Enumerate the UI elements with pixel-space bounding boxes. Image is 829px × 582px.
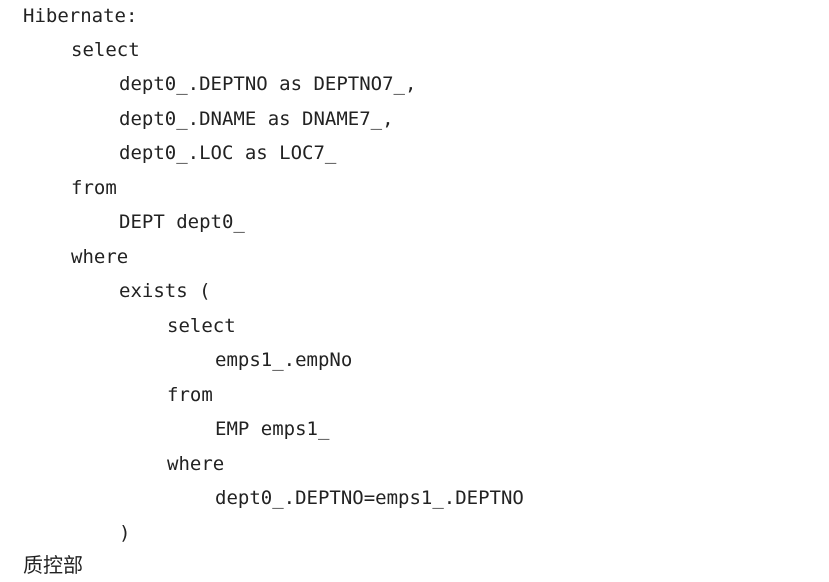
sql-line: from bbox=[71, 177, 117, 199]
sql-line: DEPT dept0_ bbox=[119, 211, 245, 233]
sql-line: dept0_.DEPTNO as DEPTNO7_, bbox=[119, 73, 417, 95]
sql-line: from bbox=[167, 384, 213, 406]
sql-line: exists ( bbox=[119, 280, 211, 302]
log-footer-text: 质控部 bbox=[23, 553, 83, 577]
sql-line: emps1_.empNo bbox=[215, 349, 353, 371]
sql-line: where bbox=[71, 246, 129, 268]
log-header: Hibernate: bbox=[23, 5, 138, 27]
sql-line: select bbox=[71, 39, 140, 61]
sql-line: select bbox=[167, 315, 236, 337]
sql-line: ) bbox=[119, 522, 131, 544]
sql-line: where bbox=[167, 453, 225, 475]
sql-line: dept0_.DEPTNO=emps1_.DEPTNO bbox=[215, 487, 524, 509]
sql-line: EMP emps1_ bbox=[215, 418, 330, 440]
sql-line: dept0_.LOC as LOC7_ bbox=[119, 142, 337, 164]
sql-line: dept0_.DNAME as DNAME7_, bbox=[119, 108, 394, 130]
